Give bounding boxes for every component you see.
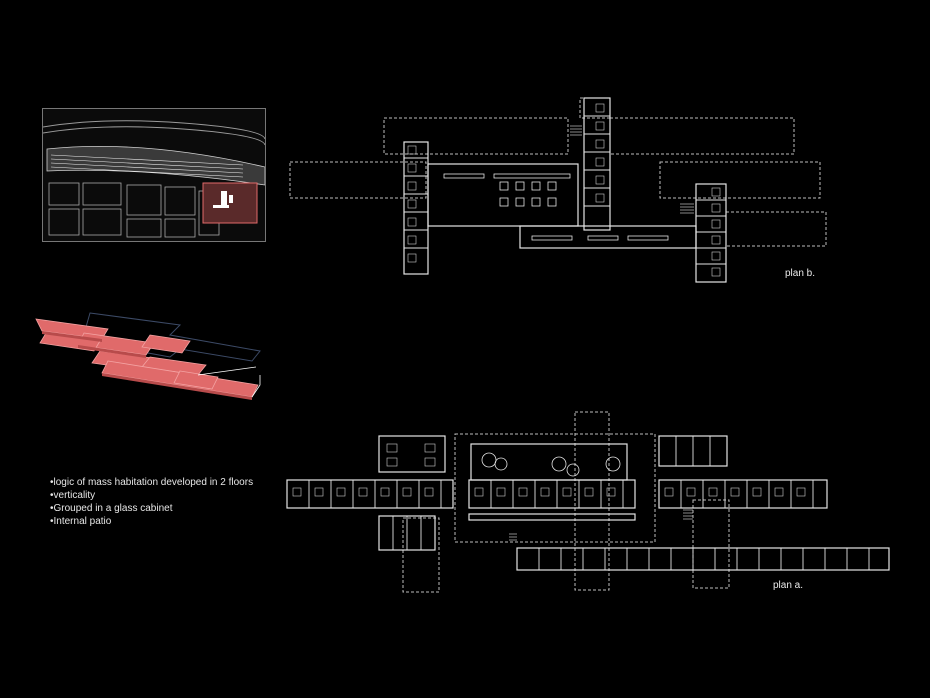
plan-b-svg (289, 97, 827, 283)
note-item: •Grouped in a glass cabinet (50, 503, 173, 514)
axonometric-drawing (35, 312, 261, 400)
site-map-image (42, 108, 266, 242)
note-item: •logic of mass habitation developed in 2… (50, 477, 254, 488)
plan-b-label: plan b. (785, 268, 816, 279)
axonometric-diagram (30, 305, 270, 415)
note-item: •Internal patio (50, 516, 112, 527)
site-map-drawing (43, 109, 265, 241)
note-item: •verticality (50, 490, 96, 501)
plan-a-svg (286, 411, 890, 593)
plan-a-drawing (283, 410, 893, 606)
plan-b-drawing (288, 96, 828, 292)
design-notes: •logic of mass habitation developed in 2… (50, 476, 270, 528)
plan-a-label: plan a. (773, 580, 804, 591)
